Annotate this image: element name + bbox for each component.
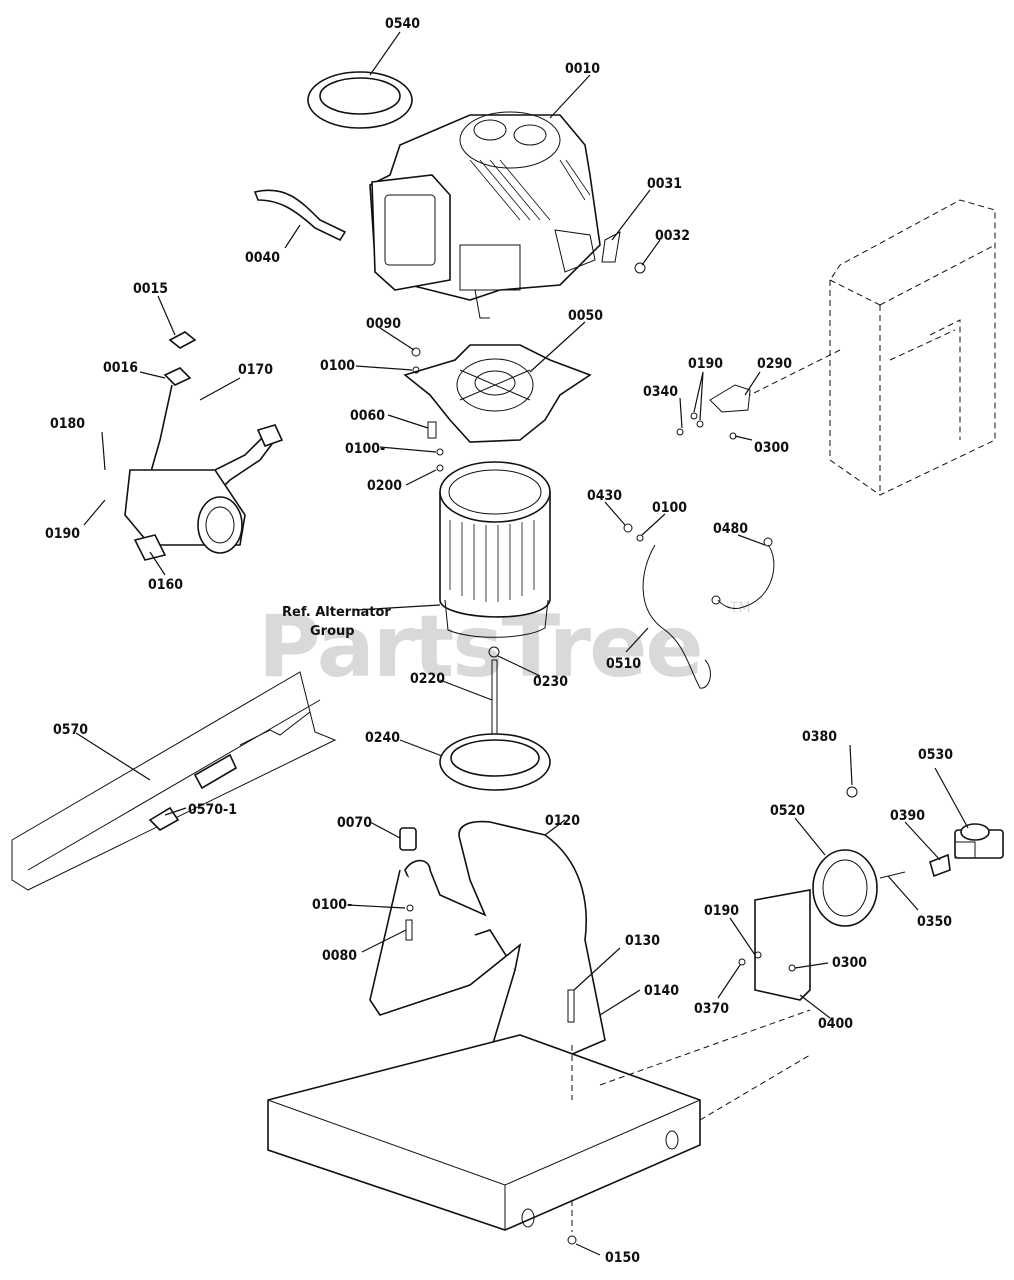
part-0540-ring [307, 71, 413, 129]
part-0290-bracket [709, 384, 751, 413]
part-0010-engine [369, 111, 601, 319]
part-0430-nut [623, 523, 633, 533]
callout-0170: 0170 [238, 362, 273, 378]
callout-0150: 0150 [605, 1250, 640, 1266]
callout-0300-b: 0300 [832, 955, 867, 971]
callout-0510: 0510 [606, 656, 641, 672]
callout-0016: 0016 [103, 360, 138, 376]
callout-0050: 0050 [568, 308, 603, 324]
part-0100-washer-c [636, 534, 644, 542]
part-0032-fastener [634, 262, 646, 274]
callout-0070: 0070 [337, 815, 372, 831]
part-0400-bracket [754, 889, 811, 1001]
part-0070-mount [399, 827, 417, 851]
callout-0390: 0390 [890, 808, 925, 824]
callout-0060: 0060 [350, 408, 385, 424]
part-0090-nut [411, 347, 421, 357]
enclosure-outline [829, 199, 996, 496]
callout-0032: 0032 [655, 228, 690, 244]
part-0031-bracket [601, 231, 621, 263]
leader-lines [75, 31, 969, 1256]
part-0080-bolt [405, 919, 413, 941]
callout-0190-right: 0190 [704, 903, 739, 919]
part-0340-washer [676, 428, 684, 436]
part-0040-hose [253, 189, 347, 242]
part-0530-solenoid [954, 823, 1004, 859]
callout-0100-a: 0100 [320, 358, 355, 374]
callout-0300-a: 0300 [754, 440, 789, 456]
callout-0180: 0180 [50, 416, 85, 432]
part-0230-washer [488, 646, 500, 658]
part-0130-bolt [567, 989, 575, 1023]
callout-0520: 0520 [770, 803, 805, 819]
callout-0190-left: 0190 [45, 526, 80, 542]
callout-0200: 0200 [367, 478, 402, 494]
part-0100-washer-d [406, 904, 414, 912]
part-0050-housing [403, 344, 592, 443]
part-0100-washer [412, 366, 420, 374]
alternator-group [439, 461, 551, 638]
callout-0040: 0040 [245, 250, 280, 266]
part-0190-screw [690, 412, 698, 420]
callout-0240: 0240 [365, 730, 400, 746]
part-0350-bolt [879, 871, 906, 879]
callout-0120: 0120 [545, 813, 580, 829]
callout-0100-b: 0100- [345, 441, 385, 457]
callout-0220: 0220 [410, 671, 445, 687]
callout-0370: 0370 [694, 1001, 729, 1017]
callout-0400: 0400 [818, 1016, 853, 1032]
callout-0015: 0015 [133, 281, 168, 297]
part-0150-fastener [567, 1235, 577, 1245]
ref-group-label: Group [310, 624, 355, 639]
wire-terminal-b [763, 537, 773, 547]
callout-0430: 0430 [587, 488, 622, 504]
callout-0130: 0130 [625, 933, 660, 949]
callout-0190-mid: 0190 [688, 356, 723, 372]
part-0190-screw-b [696, 420, 704, 428]
callout-0230: 0230 [533, 674, 568, 690]
callout-0140: 0140 [644, 983, 679, 999]
callout-0290: 0290 [757, 356, 792, 372]
ref-alternator-label: Ref. Alternator [282, 605, 391, 620]
callout-0010: 0010 [565, 61, 600, 77]
part-0100-washer-b [436, 448, 444, 456]
callout-0380: 0380 [802, 729, 837, 745]
part-0200-washer [436, 464, 444, 472]
part-0570-kit [11, 671, 337, 891]
callout-0090: 0090 [366, 316, 401, 332]
callout-0350: 0350 [917, 914, 952, 930]
callout-0160: 0160 [148, 577, 183, 593]
part-0380-fitting [846, 786, 858, 798]
callout-0340: 0340 [643, 384, 678, 400]
callout-0100-d: 0100- [312, 897, 352, 913]
callout-0570: 0570 [53, 722, 88, 738]
callout-0100-c: 0100 [652, 500, 687, 516]
callout-0570-1: 0570-1 [188, 802, 237, 818]
callout-0080: 0080 [322, 948, 357, 964]
part-0480-wire [717, 544, 775, 609]
part-0510-wire [642, 544, 711, 689]
part-0370-washer [738, 958, 746, 966]
callout-0540: 0540 [385, 16, 420, 32]
callout-0530: 0530 [918, 747, 953, 763]
base-plate [267, 1034, 701, 1231]
callout-0480: 0480 [713, 521, 748, 537]
part-0390-fitting [929, 853, 951, 878]
part-0520-regulator [812, 849, 878, 927]
wire-terminal [711, 595, 721, 605]
callout-0031: 0031 [647, 176, 682, 192]
part-0240-ring [439, 733, 551, 791]
part-0060-bolt [427, 421, 437, 439]
callouts: 0540 0010 0031 0032 0040 0015 0016 0170 … [45, 16, 953, 1266]
muffler-assembly [124, 331, 284, 561]
